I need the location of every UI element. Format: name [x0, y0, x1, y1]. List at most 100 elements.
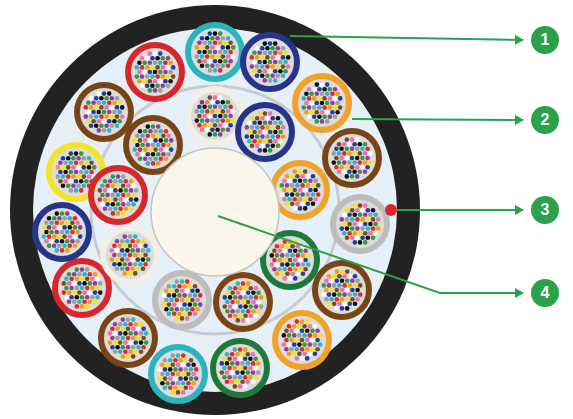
fiber [297, 324, 302, 329]
fiber [74, 170, 79, 175]
fiber [254, 295, 259, 300]
fiber [295, 202, 300, 207]
fiber [245, 134, 250, 139]
fiber [342, 222, 347, 227]
fiber [218, 41, 223, 46]
fiber [340, 279, 345, 284]
fiber [171, 390, 176, 395]
fiber [360, 147, 365, 152]
fiber [115, 114, 120, 119]
fiber [128, 244, 133, 249]
fiber [148, 138, 153, 143]
fiber [82, 184, 87, 189]
fiber [85, 286, 90, 291]
fiber [145, 56, 150, 61]
fiber-tube [325, 131, 379, 185]
fiber [339, 156, 344, 161]
fiber [235, 380, 240, 385]
fiber [93, 281, 98, 286]
fiber [146, 248, 151, 253]
fiber [238, 366, 243, 371]
fiber [303, 179, 308, 184]
fiber [290, 192, 295, 197]
fiber [342, 160, 347, 165]
fiber [273, 69, 278, 74]
fiber [312, 87, 317, 92]
fiber [82, 281, 87, 286]
fiber [360, 156, 365, 161]
fiber [223, 59, 228, 64]
fiber [363, 142, 368, 147]
fiber [289, 347, 294, 352]
fiber [335, 288, 340, 293]
fiber [325, 82, 330, 87]
fiber [365, 165, 370, 170]
fiber [44, 239, 49, 244]
fiber [265, 74, 270, 79]
fiber [233, 384, 238, 389]
fiber [223, 105, 228, 110]
fiber [337, 142, 342, 147]
fiber [80, 286, 85, 291]
fiber [268, 139, 273, 144]
fiber [257, 60, 262, 65]
fiber [60, 211, 65, 216]
fiber [175, 298, 180, 303]
fiber [281, 134, 286, 139]
fiber [230, 361, 235, 366]
fiber [133, 147, 138, 152]
fiber [347, 213, 352, 218]
fiber [70, 221, 75, 226]
fiber [284, 347, 289, 352]
fiber [42, 225, 47, 230]
fiber [316, 183, 321, 188]
fiber [303, 258, 308, 263]
fiber [61, 156, 66, 161]
fiber [281, 55, 286, 60]
fiber [171, 353, 176, 358]
fiber [139, 350, 144, 355]
fiber [295, 183, 300, 188]
fiber [173, 386, 178, 391]
fiber [273, 60, 278, 65]
fiber [278, 51, 283, 56]
fiber [130, 248, 135, 253]
fiber [117, 110, 122, 115]
fiber [198, 293, 203, 298]
fiber [352, 160, 357, 165]
fiber [58, 170, 63, 175]
fiber [251, 352, 256, 357]
fiber [49, 230, 54, 235]
fiber [225, 352, 230, 357]
fiber [141, 336, 146, 341]
fiber [238, 384, 243, 389]
fiber [108, 197, 113, 202]
fiber [276, 116, 281, 121]
fiber [260, 46, 265, 51]
fiber [73, 234, 78, 239]
fiber-tube [243, 35, 297, 89]
fiber [280, 244, 285, 249]
fiber [247, 130, 252, 135]
fiber-tube [188, 25, 242, 79]
fiber [133, 234, 138, 239]
fiber [283, 258, 288, 263]
fiber [92, 165, 97, 170]
fiber [178, 376, 183, 381]
fiber [332, 160, 337, 165]
tube-wall [77, 85, 131, 139]
fiber [158, 79, 163, 84]
fiber [308, 197, 313, 202]
fiber [238, 286, 243, 291]
fiber [205, 64, 210, 69]
fiber [163, 70, 168, 75]
fiber [304, 92, 309, 97]
fiber-tube [213, 341, 267, 395]
fiber [308, 342, 313, 347]
fiber [243, 304, 248, 309]
fiber [292, 342, 297, 347]
fiber [345, 137, 350, 142]
fiber [171, 74, 176, 79]
fiber [124, 188, 129, 193]
fiber [327, 292, 332, 297]
